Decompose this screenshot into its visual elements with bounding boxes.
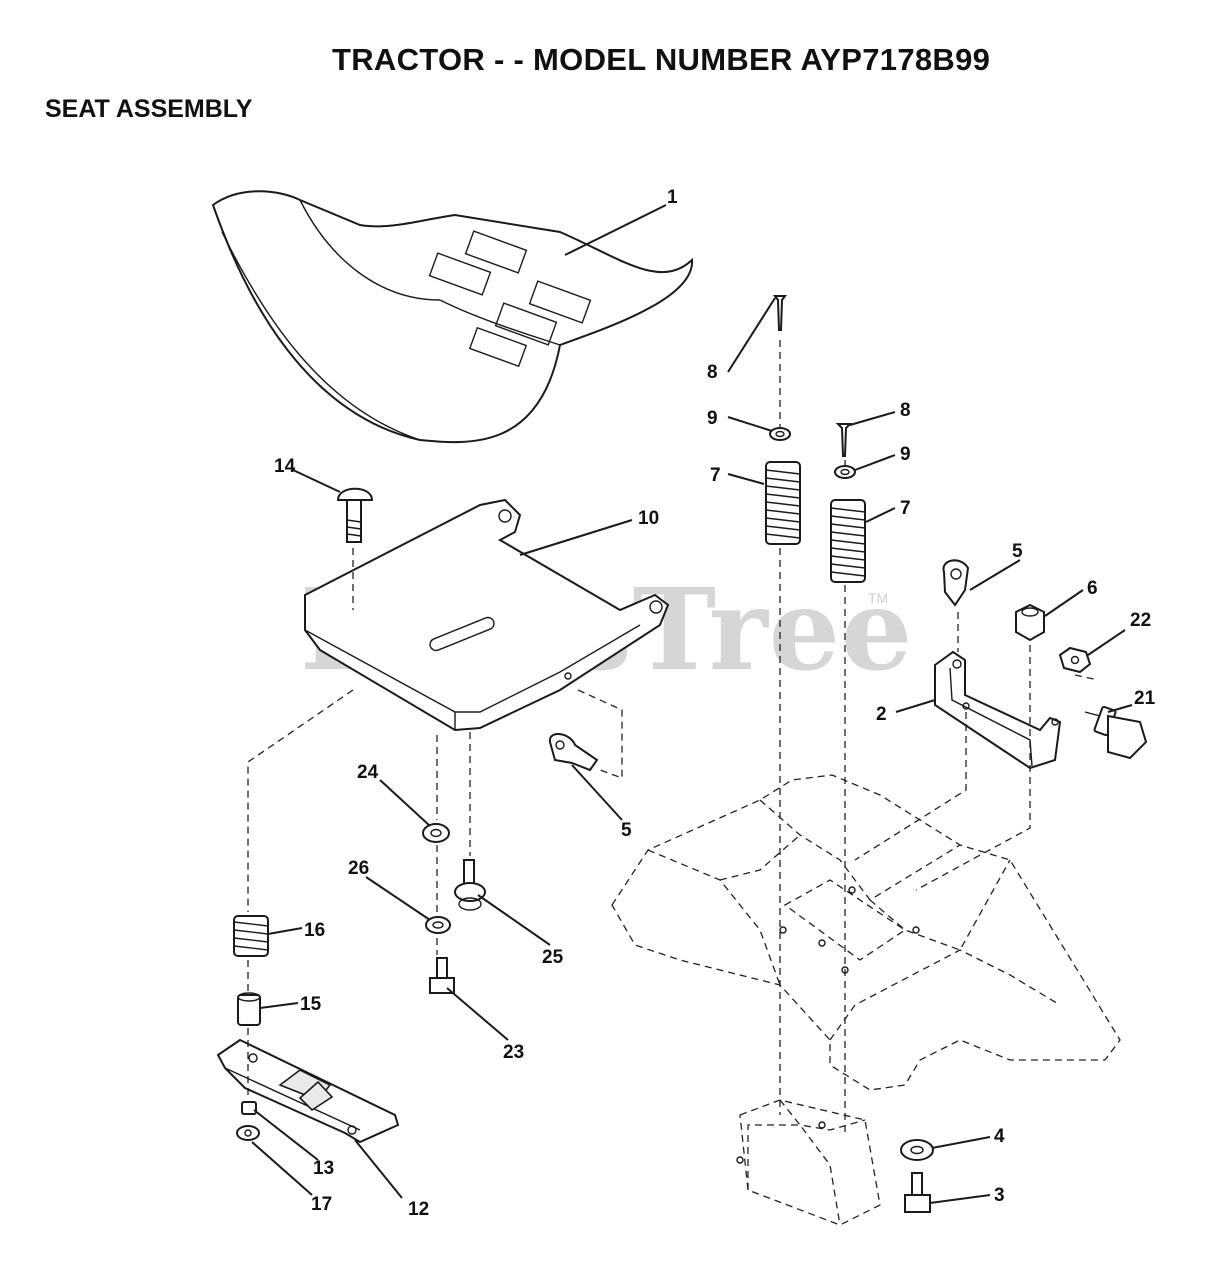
hex-bolt-23 [429, 957, 455, 994]
callout-8-left: 8 [707, 362, 718, 383]
callout-7-left: 7 [710, 465, 721, 486]
carriage-bolt [336, 487, 374, 543]
washers [422, 427, 934, 1161]
leader-lines [251, 204, 1133, 1204]
callout-6: 6 [1087, 578, 1098, 599]
callout-23: 23 [503, 1042, 524, 1063]
callout-3: 3 [994, 1185, 1005, 1206]
seat [211, 190, 694, 444]
shoulder-bolt [454, 859, 486, 911]
hex-bolt-3 [904, 1172, 931, 1213]
spring-right [830, 499, 866, 583]
callout-14: 14 [274, 456, 296, 477]
callout-16: 16 [304, 920, 325, 941]
nut-13-17 [236, 1101, 260, 1141]
callout-5-upper: 5 [1012, 541, 1023, 562]
watermark-trademark: TM [868, 590, 889, 606]
spacer-15 [237, 992, 261, 1026]
callout-9-left: 9 [707, 408, 718, 429]
callout-24: 24 [357, 762, 379, 783]
clip-5-upper [942, 559, 970, 607]
callout-2: 2 [876, 704, 887, 725]
callout-12: 12 [408, 1199, 429, 1220]
callout-25: 25 [542, 947, 564, 968]
callout-7-right: 7 [900, 498, 911, 519]
callout-22: 22 [1130, 610, 1151, 631]
section-title: SEAT ASSEMBLY [45, 95, 253, 123]
assembly-lines [247, 340, 1099, 1135]
spring-left [765, 461, 801, 545]
callout-21: 21 [1134, 688, 1156, 709]
callout-9-right: 9 [900, 444, 911, 465]
adjust-knob-21 [1084, 705, 1148, 760]
callout-5-lower: 5 [621, 820, 632, 841]
spring-pivot [233, 915, 269, 957]
nut-22 [1058, 646, 1092, 674]
callout-1: 1 [667, 187, 678, 208]
callout-4: 4 [994, 1126, 1005, 1147]
callout-15: 15 [300, 994, 322, 1015]
seat-pan [304, 498, 670, 732]
tractor-body-outline [611, 774, 1121, 1226]
spring-bracket [934, 650, 1062, 770]
callout-labels: 1 14 10 8 9 7 8 9 7 5 6 22 21 2 5 24 26 … [274, 187, 1156, 1220]
clevis-pin-left [773, 295, 787, 331]
callout-10: 10 [638, 508, 659, 529]
knob-6 [1015, 603, 1045, 642]
page-title: TRACTOR - - MODEL NUMBER AYP7178B99 [332, 42, 991, 77]
callout-26: 26 [348, 858, 369, 879]
clip-5-lower [548, 733, 599, 772]
clevis-pin-right [835, 423, 853, 457]
callout-8-right: 8 [900, 400, 911, 421]
callout-13: 13 [313, 1158, 334, 1179]
callout-17: 17 [311, 1194, 332, 1215]
